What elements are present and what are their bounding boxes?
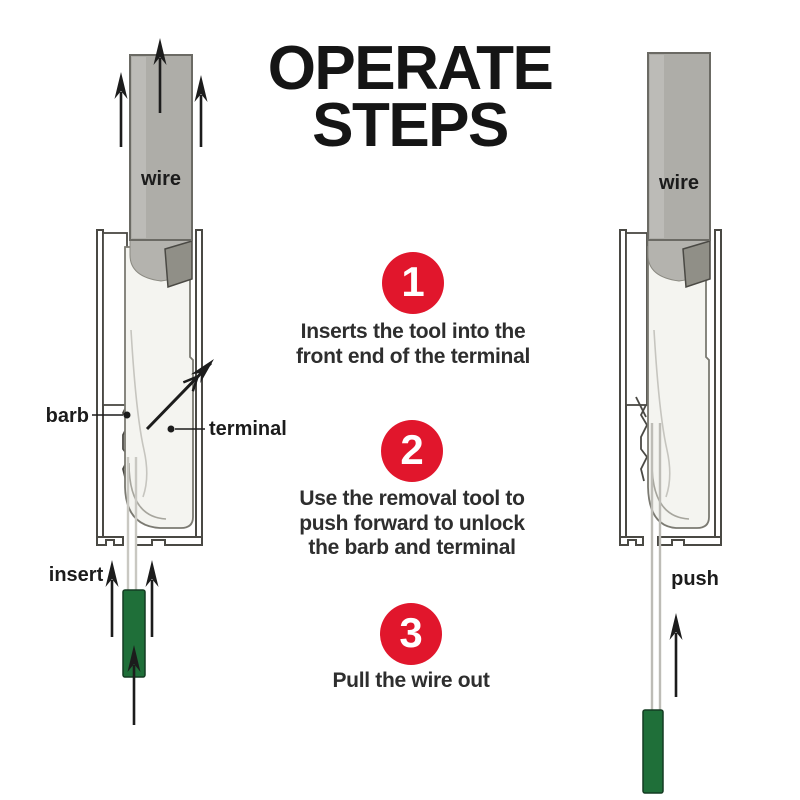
housing-bottom-right xyxy=(657,536,722,546)
terminal-label: terminal xyxy=(209,418,287,440)
barb-pushed-line xyxy=(635,396,647,418)
up-arrow-icon xyxy=(669,613,683,640)
terminal-contour xyxy=(130,329,148,498)
wire-assembly: wire xyxy=(647,52,711,289)
tool-handle xyxy=(642,709,664,794)
terminal-pointer-dot xyxy=(167,425,175,433)
page-title: OPERATE STEPS xyxy=(240,34,580,160)
push-label: push xyxy=(671,568,719,590)
barb-pointer-dot xyxy=(123,411,131,419)
housing-right-wall xyxy=(195,229,203,540)
title-line-2: STEPS xyxy=(312,91,509,160)
wire xyxy=(647,52,711,241)
terminal-housing xyxy=(619,229,722,546)
removal-tool xyxy=(122,457,146,678)
up-arrow-icon xyxy=(145,560,159,587)
wire-crimp xyxy=(682,239,711,289)
step-2-number: 2 xyxy=(400,426,424,473)
step-3-number: 3 xyxy=(399,609,423,656)
barb-label: barb xyxy=(46,405,89,427)
housing-bottom-left xyxy=(619,536,644,546)
step-2-badge: 2 xyxy=(381,420,443,482)
step-1-number: 1 xyxy=(401,258,425,305)
housing-bottom-left xyxy=(96,536,124,546)
terminal-contact xyxy=(647,246,710,529)
insert-direction-arrow-icon xyxy=(145,359,214,431)
up-arrow-icon xyxy=(194,75,208,102)
up-arrow-icon xyxy=(127,645,141,672)
right-diagram: wire push xyxy=(619,52,722,794)
insert-annotation: insert xyxy=(49,560,159,725)
housing-left-wall xyxy=(619,229,627,540)
wire-crimp xyxy=(164,239,193,289)
removal-tool xyxy=(642,423,664,794)
housing-bottom-right xyxy=(135,536,203,546)
housing-side-channel xyxy=(625,232,648,406)
insert-label: insert xyxy=(49,564,104,586)
pull-up-arrows xyxy=(114,38,208,147)
terminal-body xyxy=(647,246,710,529)
up-arrow-icon xyxy=(153,38,167,65)
title-line-1: OPERATE xyxy=(267,34,554,103)
step-1-text: Inserts the tool into the front end of t… xyxy=(295,320,530,368)
wire-label: wire xyxy=(658,172,699,194)
housing-left-wall xyxy=(96,229,104,540)
barb-latch-unlocked xyxy=(639,404,649,482)
housing-right-wall xyxy=(714,229,722,540)
barb-callout: barb xyxy=(46,405,131,427)
terminal-bottom-curve xyxy=(128,462,167,520)
terminal-contour xyxy=(653,329,671,498)
left-diagram: wire barb terminal xyxy=(46,38,287,725)
step-3-badge: 3 xyxy=(380,603,442,665)
step-2-text: Use the removal tool to push forward to … xyxy=(299,487,525,559)
step-1-badge: 1 xyxy=(382,252,444,314)
wire-highlight xyxy=(650,55,664,238)
up-arrow-icon xyxy=(114,72,128,99)
terminal-contact xyxy=(124,246,194,529)
push-annotation: push xyxy=(669,568,719,697)
terminal-callout: terminal xyxy=(167,418,287,440)
wire-label: wire xyxy=(140,168,181,190)
wire-highlight xyxy=(132,57,146,238)
housing-side-channel xyxy=(102,232,128,406)
step-3-text: Pull the wire out xyxy=(332,669,490,692)
up-arrow-icon xyxy=(105,560,119,587)
